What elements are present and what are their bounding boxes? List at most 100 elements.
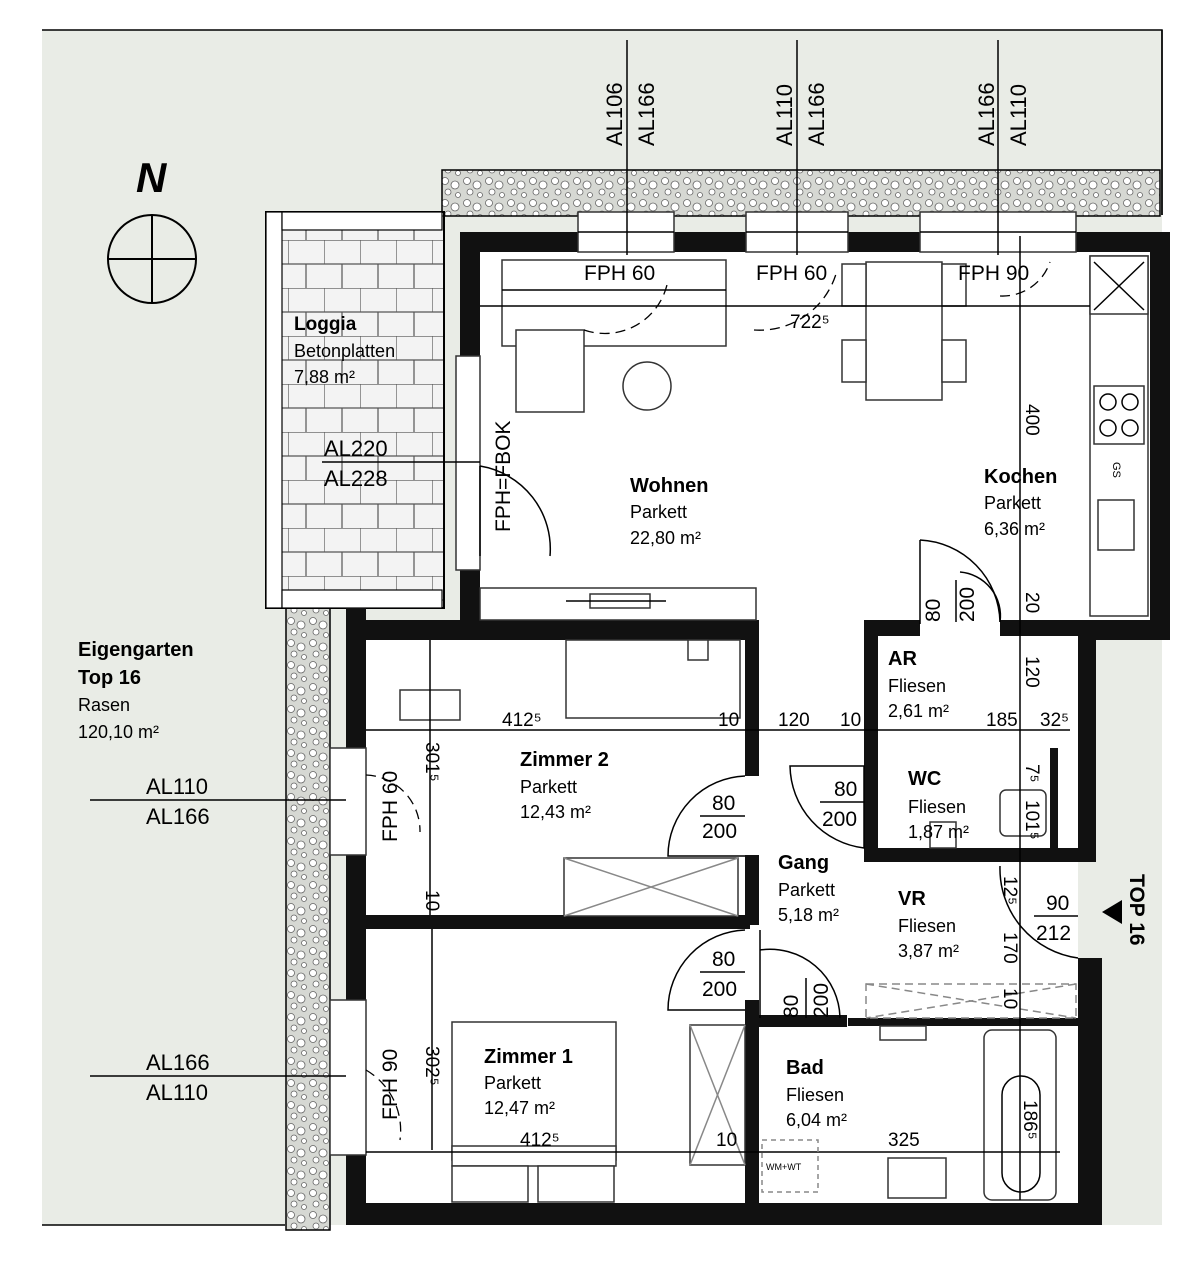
svg-text:Top 16: Top 16 (78, 667, 141, 689)
svg-text:Parkett: Parkett (630, 502, 687, 522)
walls (346, 232, 1170, 1225)
doors (365, 261, 1122, 1141)
svg-text:200: 200 (956, 587, 979, 622)
svg-text:FPH 60: FPH 60 (756, 262, 827, 285)
gravel-strip-west (285, 607, 331, 1231)
svg-text:302⁵: 302⁵ (421, 1046, 442, 1086)
svg-text:80: 80 (780, 995, 803, 1018)
svg-text:Fliesen: Fliesen (898, 916, 956, 936)
svg-text:200: 200 (810, 983, 833, 1018)
svg-text:AL110: AL110 (1006, 84, 1031, 146)
svg-text:412⁵: 412⁵ (520, 1130, 560, 1151)
room-eigengarten: Eigengarten Top 16 Rasen 120,10 m² (78, 639, 194, 742)
svg-text:AL110: AL110 (146, 774, 208, 799)
svg-text:Eigengarten: Eigengarten (78, 639, 194, 661)
svg-text:2,61 m²: 2,61 m² (888, 701, 949, 721)
svg-text:80: 80 (712, 948, 735, 971)
svg-text:80: 80 (922, 599, 945, 622)
svg-text:FPH 60: FPH 60 (584, 262, 655, 285)
svg-text:10: 10 (999, 988, 1020, 1009)
svg-text:6,36 m²: 6,36 m² (984, 519, 1045, 539)
section-labels-side: AL220 AL228 AL110 AL166 AL166 AL110 (146, 436, 388, 1105)
svg-text:Kochen: Kochen (984, 466, 1057, 488)
svg-text:Parkett: Parkett (520, 777, 577, 797)
svg-text:Fliesen: Fliesen (786, 1085, 844, 1105)
svg-text:90: 90 (1046, 892, 1069, 915)
svg-text:FPH 60: FPH 60 (379, 771, 402, 842)
svg-text:1,87 m²: 1,87 m² (908, 822, 969, 842)
room-kochen: Kochen Parkett 6,36 m² (984, 466, 1057, 539)
svg-text:AL110: AL110 (772, 84, 797, 146)
svg-text:301⁵: 301⁵ (421, 742, 442, 782)
svg-text:5,18 m²: 5,18 m² (778, 905, 839, 925)
room-gang: Gang Parkett 5,18 m² (778, 852, 839, 925)
svg-text:AL166: AL166 (974, 82, 999, 146)
svg-text:Parkett: Parkett (484, 1073, 541, 1093)
window-labels: FPH 60 FPH 60 FPH 90 FPH=FBOK FPH 60 FPH… (379, 262, 1029, 1120)
svg-text:Gang: Gang (778, 852, 829, 874)
svg-text:10: 10 (840, 710, 861, 731)
svg-text:Wohnen: Wohnen (630, 475, 709, 497)
svg-text:Fliesen: Fliesen (908, 797, 966, 817)
svg-text:10: 10 (718, 710, 739, 731)
svg-text:AL166: AL166 (146, 1050, 210, 1075)
svg-text:185: 185 (986, 710, 1018, 731)
room-vr: VR Fliesen 3,87 m² (898, 888, 959, 961)
furniture (399, 255, 1149, 1203)
svg-text:AL166: AL166 (146, 804, 210, 829)
svg-text:22,80 m²: 22,80 m² (630, 528, 701, 548)
loggia-tiles (265, 211, 445, 609)
svg-text:AL110: AL110 (146, 1080, 208, 1105)
svg-text:AR: AR (888, 648, 917, 670)
svg-text:12⁵: 12⁵ (999, 876, 1020, 905)
svg-text:722⁵: 722⁵ (790, 312, 830, 333)
svg-text:120: 120 (778, 710, 810, 731)
svg-text:200: 200 (822, 808, 857, 831)
room-wc: WC Fliesen 1,87 m² (908, 768, 969, 842)
svg-text:80: 80 (712, 792, 735, 815)
svg-text:Zimmer 2: Zimmer 2 (520, 749, 609, 771)
svg-text:7⁵: 7⁵ (1021, 764, 1042, 782)
svg-text:32⁵: 32⁵ (1040, 710, 1069, 731)
svg-text:3,87 m²: 3,87 m² (898, 941, 959, 961)
svg-text:20: 20 (1021, 592, 1042, 613)
svg-text:186⁵: 186⁵ (1019, 1100, 1040, 1140)
svg-text:120: 120 (1021, 656, 1042, 688)
svg-text:Loggia: Loggia (294, 314, 357, 335)
svg-text:7,88 m²: 7,88 m² (294, 367, 355, 387)
gravel-strip-north (441, 169, 1161, 217)
svg-text:10: 10 (716, 1130, 737, 1151)
section-labels-top: AL106 AL166 AL110 AL166 AL166 AL110 (602, 82, 1031, 146)
svg-text:212: 212 (1036, 922, 1071, 945)
north-compass-icon (107, 214, 197, 304)
svg-text:6,04 m²: 6,04 m² (786, 1110, 847, 1130)
svg-text:10: 10 (421, 890, 442, 911)
svg-text:12,47 m²: 12,47 m² (484, 1098, 555, 1118)
svg-text:200: 200 (702, 820, 737, 843)
svg-text:Parkett: Parkett (984, 493, 1041, 513)
svg-text:AL166: AL166 (804, 82, 829, 146)
svg-text:VR: VR (898, 888, 926, 910)
svg-text:Fliesen: Fliesen (888, 676, 946, 696)
svg-text:AL220: AL220 (324, 436, 388, 461)
svg-text:325: 325 (888, 1130, 920, 1151)
room-zimmer2: Zimmer 2 Parkett 12,43 m² (520, 749, 609, 822)
svg-text:AL106: AL106 (602, 82, 627, 146)
svg-text:Bad: Bad (786, 1057, 824, 1079)
dishwasher-label: GS (1110, 462, 1122, 478)
svg-text:120,10 m²: 120,10 m² (78, 722, 159, 742)
svg-text:WC: WC (908, 768, 941, 790)
room-ar: AR Fliesen 2,61 m² (888, 648, 949, 721)
svg-text:Rasen: Rasen (78, 695, 130, 715)
svg-text:FPH=FBOK: FPH=FBOK (492, 421, 515, 532)
room-loggia: Loggia Betonplatten 7,88 m² (294, 314, 395, 387)
svg-text:200: 200 (702, 978, 737, 1001)
svg-text:Parkett: Parkett (778, 880, 835, 900)
svg-text:412⁵: 412⁵ (502, 710, 542, 731)
room-bad: Bad Fliesen 6,04 m² (786, 1057, 847, 1130)
svg-text:101⁵: 101⁵ (1021, 800, 1042, 840)
room-wohnen: Wohnen Parkett 22,80 m² (630, 475, 709, 548)
section-lines (90, 40, 1090, 1200)
room-zimmer1: Zimmer 1 Parkett 12,47 m² (484, 1046, 573, 1118)
